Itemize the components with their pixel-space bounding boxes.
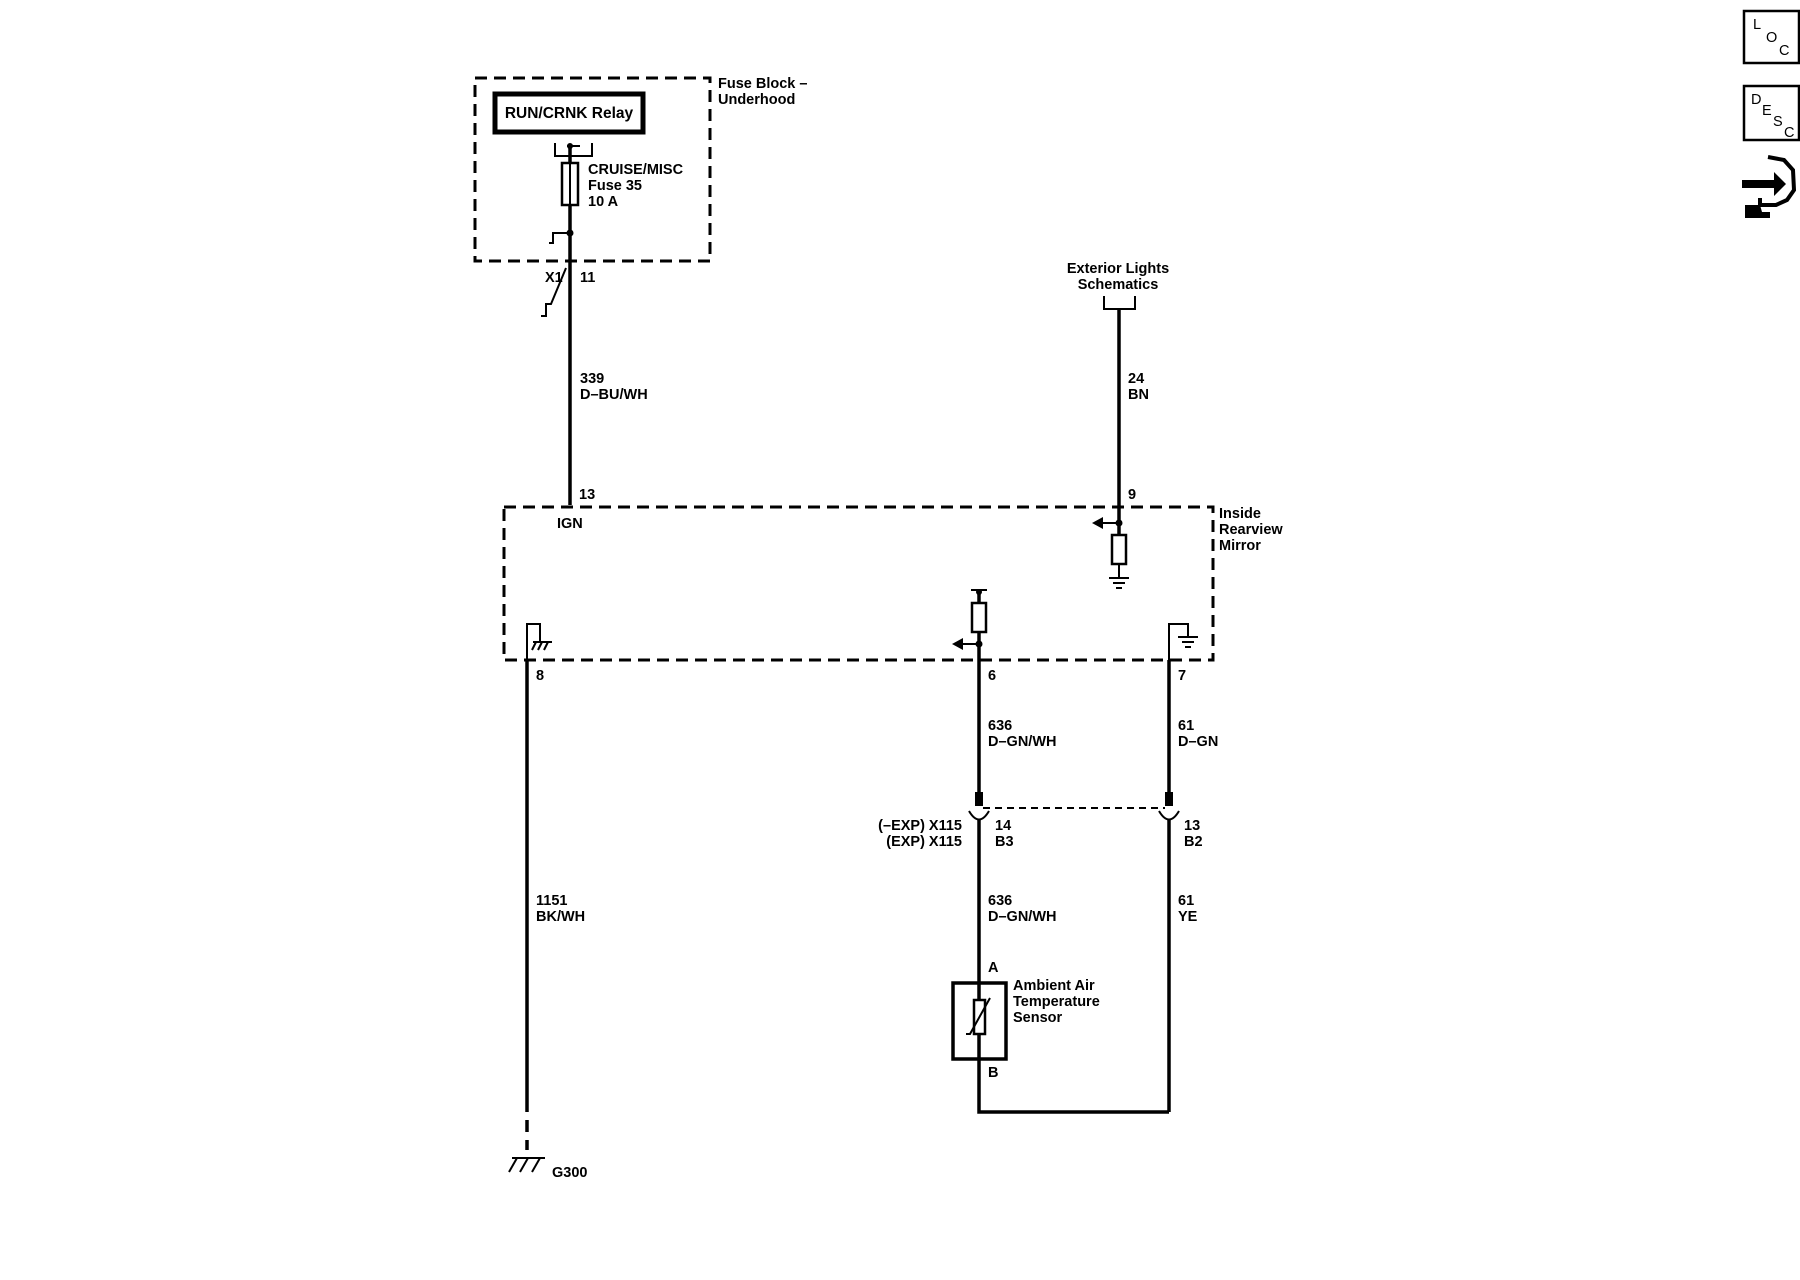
exterior-lights-reference: Exterior Lights Schematics (1067, 261, 1169, 310)
wire-24-color: BN (1128, 387, 1149, 403)
pin-7-internal-wire (1168, 623, 1189, 660)
mirror-title-line2: Rearview (1219, 522, 1283, 538)
desc-letter-e: E (1762, 103, 1772, 119)
pin-9-resistor (1110, 533, 1128, 566)
mirror-pin-7: 7 (1178, 668, 1186, 684)
exterior-lights-line2: Schematics (1078, 277, 1159, 293)
fuse-label-line3: 10 A (588, 194, 619, 210)
connector-x115-cavity-13 (1158, 810, 1180, 821)
pin-6-reference-dot (976, 589, 982, 595)
pin-9-ground-icon (1109, 577, 1129, 589)
run-crnk-relay-label: RUN/CRNK Relay (505, 105, 634, 122)
mirror-pin-13: 13 (579, 487, 595, 503)
mirror-boundary (502, 505, 1215, 662)
wire-636-lower: 636 D–GN/WH (977, 820, 1056, 983)
harness-pigtail-upper (549, 232, 570, 244)
loc-button[interactable]: L O C (1742, 9, 1800, 65)
g300-chassis-ground-icon (508, 1157, 545, 1173)
connector-x115: (–EXP) X115 (EXP) X115 14 B3 13 B2 (878, 807, 1203, 850)
mirror-title-line3: Mirror (1219, 538, 1261, 554)
mirror-pin-6: 6 (988, 668, 996, 684)
pin-6-arrow-icon (952, 638, 963, 650)
sensor-return-wire (977, 1059, 1169, 1114)
run-crnk-relay-box (492, 91, 646, 135)
wire-339-color: D–BU/WH (580, 387, 648, 403)
fuse-block-boundary (473, 76, 712, 263)
sensor-label-line3: Sensor (1013, 1010, 1063, 1026)
wire-636-upper-circuit: 636 (988, 718, 1012, 734)
ambient-air-temperature-sensor: A Ambient Air Temperature Sensor B (951, 960, 1169, 1114)
mirror-pin-8: 8 (536, 668, 544, 684)
thermistor-slash-icon (966, 997, 991, 1035)
sensor-pin-a: A (988, 960, 999, 976)
wire-1151-circuit: 1151 (536, 893, 567, 909)
wire-1151: 1151 BK/WH (525, 660, 585, 1150)
exterior-lights-line1: Exterior Lights (1067, 261, 1169, 277)
wire-24: 24 BN (1117, 309, 1149, 505)
wire-636-upper: 636 D–GN/WH (975, 660, 1056, 806)
desc-letter-c: C (1784, 125, 1794, 141)
connector-x1-pin: 11 (580, 270, 595, 286)
wire-61-terminal (1165, 792, 1173, 806)
desc-button[interactable]: D E S C (1742, 84, 1800, 142)
wire-61-upper: 61 D–GN (1165, 660, 1218, 806)
wire-339-circuit: 339 (580, 371, 604, 387)
fuse-block-underhood: Fuse Block – Underhood RUN/CRNK Relay CR… (473, 76, 807, 263)
fuse-block-title-line1: Fuse Block – (718, 76, 807, 92)
wire-61-upper-circuit: 61 (1178, 718, 1194, 734)
loc-letter-c: C (1779, 43, 1789, 59)
pin-8-internal-wire (526, 623, 541, 660)
wire-61-upper-color: D–GN (1178, 734, 1218, 750)
loc-letter-o: O (1766, 30, 1777, 46)
exterior-lights-terminal (1103, 296, 1136, 310)
wire-636-lower-circuit: 636 (988, 893, 1012, 909)
pin-7-ground-icon (1178, 636, 1198, 648)
connector-x115-pin-13: 13 (1184, 818, 1200, 834)
connector-x115-cavity-14 (968, 810, 990, 821)
wire-61-lower: 61 YE (1167, 820, 1198, 1112)
connector-x1: X1 11 (541, 267, 595, 317)
fuse-block-title-line2: Underhood (718, 92, 795, 108)
pin-6-resistor (970, 601, 988, 634)
desc-button-frame[interactable] (1742, 84, 1800, 142)
fuse-label-line1: CRUISE/MISC (588, 162, 684, 178)
mirror-ign-label: IGN (557, 516, 583, 532)
harness-pigtail-lower (541, 267, 567, 317)
connector-x115-label-line2: (EXP) X115 (886, 834, 962, 850)
connector-x115-pin-14: 14 (995, 818, 1011, 834)
wire-636-upper-color: D–GN/WH (988, 734, 1056, 750)
connector-x115-label-line1: (–EXP) X115 (878, 818, 962, 834)
connector-x115-pin-b2: B2 (1184, 834, 1203, 850)
diagnostic-connector-icon[interactable] (1742, 155, 1797, 218)
wire-339: 339 D–BU/WH (568, 261, 648, 505)
mirror-title-line1: Inside (1219, 506, 1261, 522)
sensor-label-line2: Temperature (1013, 994, 1100, 1010)
desc-letter-s: S (1773, 114, 1783, 130)
fuse-label-line2: Fuse 35 (588, 178, 642, 194)
wire-1151-color: BK/WH (536, 909, 585, 925)
loc-button-frame[interactable] (1742, 9, 1800, 65)
g300-label: G300 (552, 1165, 587, 1181)
wire-636-lower-color: D–GN/WH (988, 909, 1056, 925)
mirror-pin-9: 9 (1128, 487, 1136, 503)
inside-rearview-mirror: Inside Rearview Mirror 13 IGN 9 8 (502, 487, 1283, 684)
connector-x1-label: X1 (545, 270, 563, 286)
desc-letter-d: D (1751, 92, 1761, 108)
wire-61-lower-color: YE (1178, 909, 1198, 925)
wire-61-lower-circuit: 61 (1178, 893, 1194, 909)
sensor-label-line1: Ambient Air (1013, 978, 1095, 994)
pin-9-arrow-icon (1092, 517, 1103, 529)
connector-x115-pin-b3: B3 (995, 834, 1014, 850)
loc-letter-l: L (1753, 17, 1761, 33)
sensor-pin-b: B (988, 1065, 998, 1081)
ground-g300: G300 (508, 1157, 587, 1181)
relay-output-terminal (554, 143, 593, 157)
wire-24-circuit: 24 (1128, 371, 1144, 387)
pin-8-chassis-ground-icon (531, 641, 552, 651)
wire-636-terminal (975, 792, 983, 806)
